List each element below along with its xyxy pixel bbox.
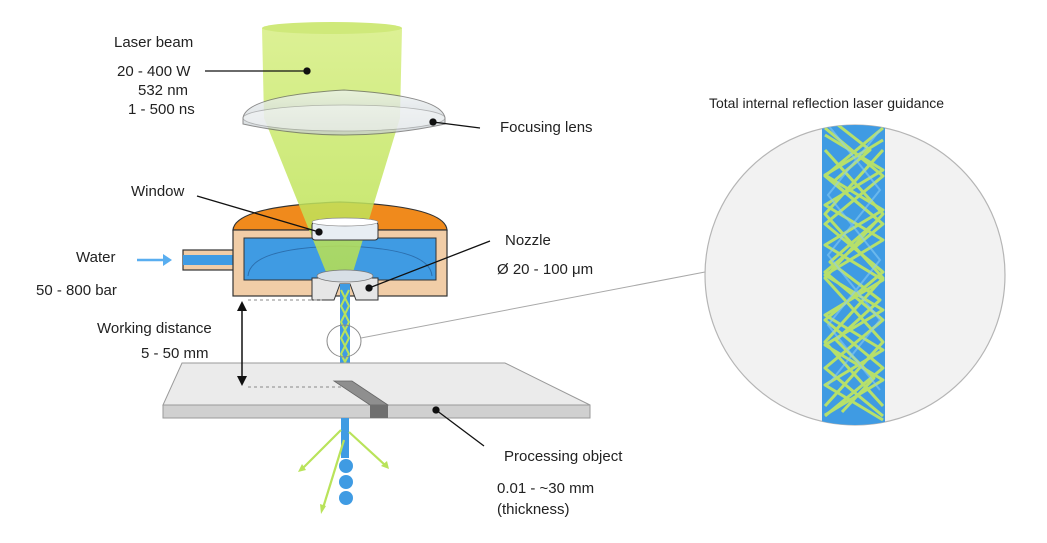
leader-lines	[196, 67, 491, 447]
processing-object-plate	[162, 362, 591, 419]
nozzle-element	[311, 269, 379, 301]
tir-magnified-view	[704, 124, 1006, 426]
window-element	[311, 217, 379, 241]
focusing-lens	[242, 89, 446, 136]
window-label: Window	[131, 183, 185, 200]
water-pressure-label: 50 - 800 bar	[36, 282, 117, 299]
scattered-laser-rays	[298, 429, 389, 514]
thickness-range-label: 0.01 - ~30 mm	[497, 480, 595, 497]
exit-jet	[339, 418, 353, 505]
water-label: Water	[76, 249, 116, 266]
nozzle-diameter-label: Ø 20 - 100 μm	[497, 261, 594, 278]
working-distance-label: Working distance	[97, 320, 212, 337]
magnified-region-marker	[326, 324, 362, 358]
magnifier-connector	[360, 271, 706, 339]
laser-wavelength-label: 532 nm	[138, 82, 189, 99]
working-distance-dimension	[237, 299, 342, 388]
processing-object-label: Processing object	[504, 448, 623, 465]
working-distance-range-label: 5 - 50 mm	[141, 345, 209, 362]
focusing-lens-label: Focusing lens	[500, 119, 593, 136]
tir-title: Total internal reflection laser guidance	[709, 95, 945, 111]
nozzle-label: Nozzle	[505, 232, 551, 249]
thickness-note-label: (thickness)	[497, 501, 570, 518]
water-inlet-pipe	[182, 249, 236, 271]
laser-pulse-label: 1 - 500 ns	[128, 101, 195, 118]
water-inflow-arrow	[137, 254, 172, 266]
laser-power-label: 20 - 400 W	[117, 63, 191, 80]
laser-beam-label: Laser beam	[114, 34, 194, 51]
